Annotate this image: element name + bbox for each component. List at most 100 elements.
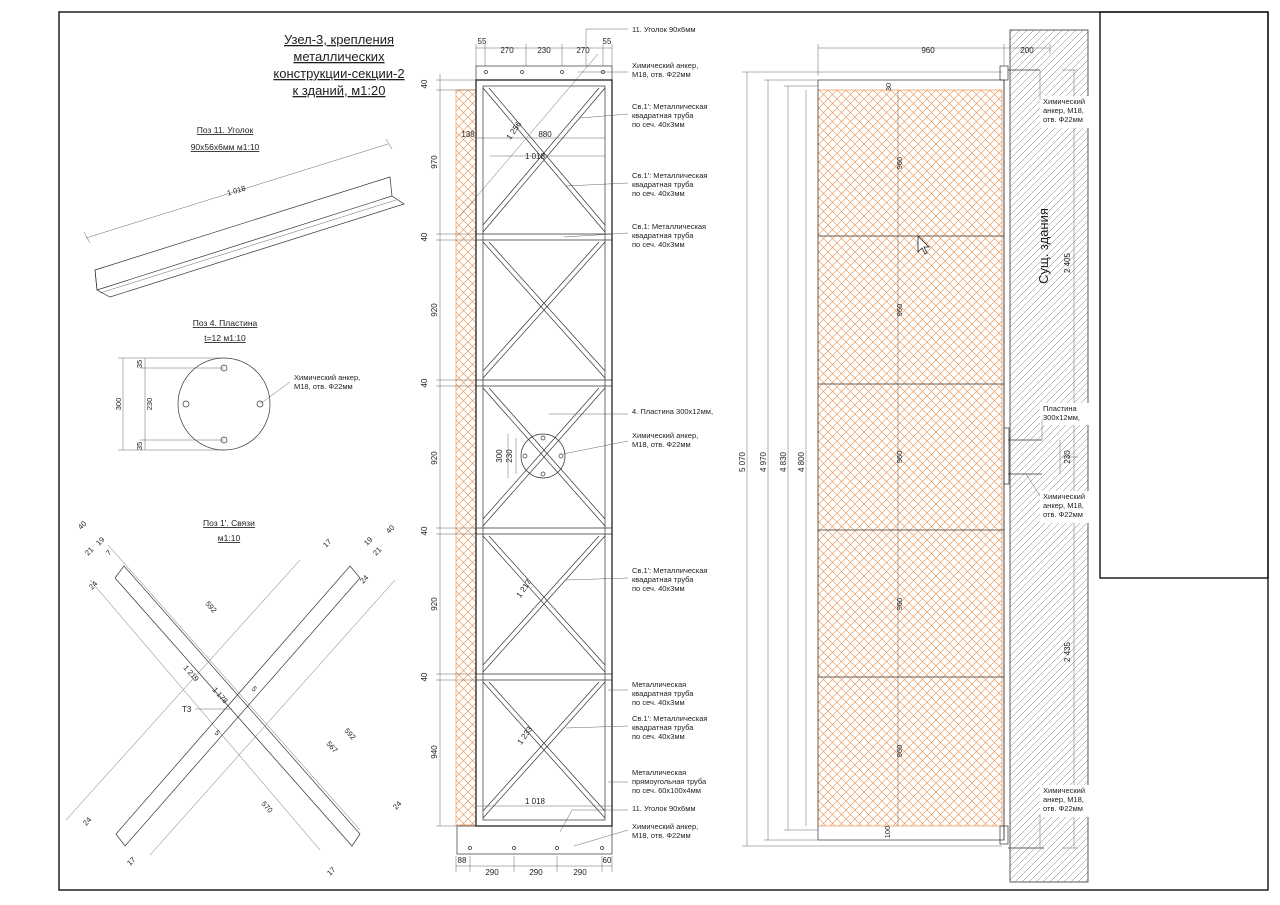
angle-caption-1: Поз 11. Уголок: [197, 125, 254, 135]
plate-detail: Поз 4. Пластина t=12 м1:10 35 230 35 300…: [114, 318, 360, 451]
side-panel-dim-0: 30: [884, 83, 893, 91]
front-top-dim-2: 230: [537, 46, 551, 55]
front-note-2-l2: по сеч. 40х3мм: [632, 120, 685, 129]
plate-circle: [177, 357, 271, 451]
front-top-dim-1: 270: [500, 46, 514, 55]
angle-detail: Поз 11. Уголок 90х56х6мм м1:10 1 018: [83, 125, 405, 298]
brace-caption-1: Поз 1'. Связи: [203, 518, 255, 528]
plate-dim-bottom: 35: [135, 442, 144, 450]
plate-dim-total: 300: [114, 398, 123, 411]
front-note-6-l1: М18, отв. Ф22мм: [632, 440, 691, 449]
side-note-1-l0: Пластина: [1043, 404, 1077, 413]
front-note-2-l0: Св.1': Металлическая: [632, 102, 707, 111]
front-note-7-l2: по сеч. 40х3мм: [632, 584, 685, 593]
brace-dim-21: 17: [325, 865, 337, 877]
brace-dim-15: 592: [343, 726, 358, 741]
front-note-7-l1: квадратная труба: [632, 575, 694, 584]
front-note-8-l1: квадратная труба: [632, 689, 694, 698]
front-note-4-l2: по сеч. 40х3мм: [632, 240, 685, 249]
front-note-9-l2: по сеч. 40х3мм: [632, 732, 685, 741]
side-left-dim-0: 5 070: [738, 451, 747, 472]
front-note-1-l0: Химический анкер,: [632, 61, 698, 70]
brace-dim-6: 19: [362, 535, 374, 547]
front-note-11-l0: 11. Уголок 90х6мм: [632, 804, 696, 813]
side-note-2-l1: анкер, М18,: [1043, 501, 1084, 510]
front-note-10-l2: по сеч. 60х100х4мм: [632, 786, 701, 795]
title-line-4: к зданий, м1:20: [293, 83, 386, 98]
side-right-dim-1: 230: [1063, 450, 1072, 464]
brace-dim-13: 5: [250, 684, 259, 693]
building-wall: [1009, 29, 1089, 883]
front-left-dim-0: 40: [420, 79, 429, 88]
side-left-dim-2: 4 830: [779, 451, 788, 472]
front-beam: 1 018: [525, 152, 546, 161]
side-note-3-l2: отв. Ф22мм: [1043, 804, 1083, 813]
side-note-3-l1: анкер, М18,: [1043, 795, 1084, 804]
front-bottom-dim-0: 88: [458, 856, 467, 865]
front-top-dim-3: 270: [576, 46, 590, 55]
front-left-dim-5: 920: [430, 451, 439, 465]
front-offset: 138: [461, 130, 475, 139]
front-note-9-l0: Св.1': Металлическая: [632, 714, 707, 723]
front-note-1-l1: М18, отв. Ф22мм: [632, 70, 691, 79]
brace-dim-10: 592: [204, 599, 219, 614]
brace-dim-11: 1 219: [182, 663, 201, 683]
side-left-dim-1: 4 970: [759, 451, 768, 472]
brace-tag: Т3: [182, 705, 192, 714]
brace-dim-8: 40: [384, 523, 396, 535]
front-left-dim-8: 40: [420, 672, 429, 681]
front-note-2-l1: квадратная труба: [632, 111, 694, 120]
front-note-10-l0: Металлическая: [632, 768, 686, 777]
front-left-dim-3: 920: [430, 303, 439, 317]
front-note-8-l2: по сеч. 40х3мм: [632, 698, 685, 707]
front-top-plate: [475, 65, 613, 81]
front-diag-2: 1 217: [515, 577, 534, 599]
front-note-10-l1: прямоугольная труба: [632, 777, 707, 786]
front-frame: [475, 79, 613, 827]
brace-dim-9: 24: [358, 573, 370, 585]
front-left-dim-4: 40: [420, 378, 429, 387]
brace-bar-a: [114, 565, 361, 847]
front-top-dim-0: 55: [478, 37, 487, 46]
title-block: [1099, 11, 1269, 579]
brace-dim-4: 24: [87, 579, 99, 591]
front-plate: [520, 433, 566, 479]
side-panel-dim-3: 960: [895, 451, 904, 464]
front-mesh-strip: [455, 89, 477, 826]
brace-caption-2: м1:10: [218, 533, 241, 543]
plate-caption-2: t=12 м1:10: [204, 333, 246, 343]
side-mesh-panel: [817, 89, 1003, 827]
front-note-9-l1: квадратная труба: [632, 723, 694, 732]
plate-dim-top: 35: [135, 360, 144, 368]
side-panel-dim-2: 960: [895, 304, 904, 317]
brace-dim-17: 570: [260, 799, 275, 814]
front-note-3-l1: квадратная труба: [632, 180, 694, 189]
side-note-3-l0: Химический: [1043, 786, 1085, 795]
front-left-dim-7: 920: [430, 597, 439, 611]
title-line-3: конструкции-секции-2: [273, 66, 404, 81]
side-right-dim-0: 2 405: [1063, 252, 1072, 273]
side-panel-dim-6: 100: [883, 826, 892, 839]
side-top-dim-0: 960: [921, 46, 935, 55]
front-view: 55 270 230 270 55 88 290 290 290 60 40 9…: [420, 28, 629, 877]
front-left-dim-2: 40: [420, 232, 429, 241]
brace-dim-2: 19: [94, 535, 106, 547]
brace-dim-0: 40: [76, 519, 88, 531]
side-right-dim-2: 2 435: [1063, 641, 1072, 662]
front-notes: 11. Уголок 90х6мм Химический анкер, М18,…: [632, 25, 713, 840]
plate-caption-1: Поз 4. Пластина: [193, 318, 258, 328]
front-note-4-l0: Св.1: Металлическая: [632, 222, 706, 231]
front-bottom-dim-4: 60: [603, 856, 612, 865]
brace-dim-12: 1 178: [211, 685, 230, 705]
wall-label: Сущ. здания: [1036, 208, 1051, 284]
side-left-dim-3: 4 800: [797, 451, 806, 472]
plate-note-2: М18, отв. Ф22мм: [294, 382, 353, 391]
side-note-2-l0: Химический: [1043, 492, 1085, 501]
front-top-dim-4: 55: [603, 37, 612, 46]
brace-dim-5: 17: [321, 537, 333, 549]
side-panel-dim-4: 960: [895, 598, 904, 611]
side-panel-dim-5: 960: [895, 745, 904, 758]
front-bottom-plate: [456, 825, 613, 855]
title-line-2: металлических: [293, 49, 385, 64]
